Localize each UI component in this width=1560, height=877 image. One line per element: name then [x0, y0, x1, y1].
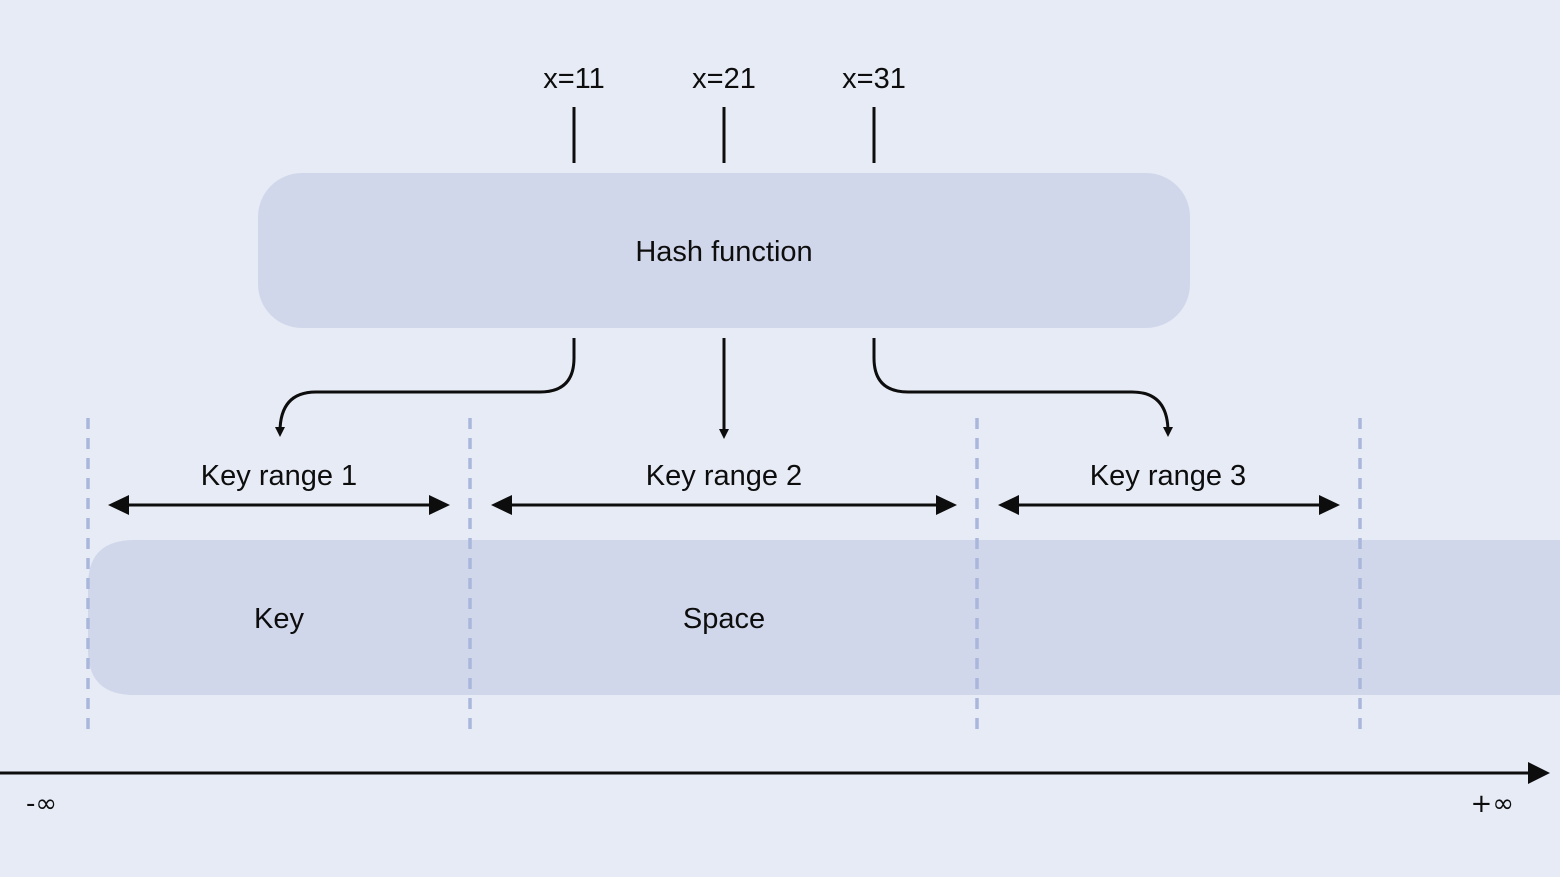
- axis-min-label: -∞: [26, 789, 57, 819]
- key-range-3-span-arrow: [998, 495, 1340, 515]
- key-range-1-span-arrow: [108, 495, 450, 515]
- input-label-x11: x=11: [543, 63, 605, 95]
- key-range-2-span-arrow: [491, 495, 957, 515]
- hash-function-box: [258, 173, 1190, 328]
- input-label-x21: x=21: [692, 63, 756, 95]
- key-space-band: [88, 540, 1560, 695]
- key-space-label-space: Space: [683, 603, 765, 635]
- input-label-x31: x=31: [842, 63, 906, 95]
- number-line-axis: [0, 762, 1550, 784]
- output-arrow-to-range-3: [872, 338, 1173, 437]
- output-arrow-to-range-1: [275, 338, 576, 437]
- axis-max-label: +∞: [1471, 789, 1514, 819]
- key-range-3-label: Key range 3: [1090, 460, 1246, 492]
- key-range-2-label: Key range 2: [646, 460, 802, 492]
- key-range-1-label: Key range 1: [201, 460, 357, 492]
- key-space-label-key: Key: [254, 603, 304, 635]
- hash-function-label: Hash function: [635, 236, 812, 268]
